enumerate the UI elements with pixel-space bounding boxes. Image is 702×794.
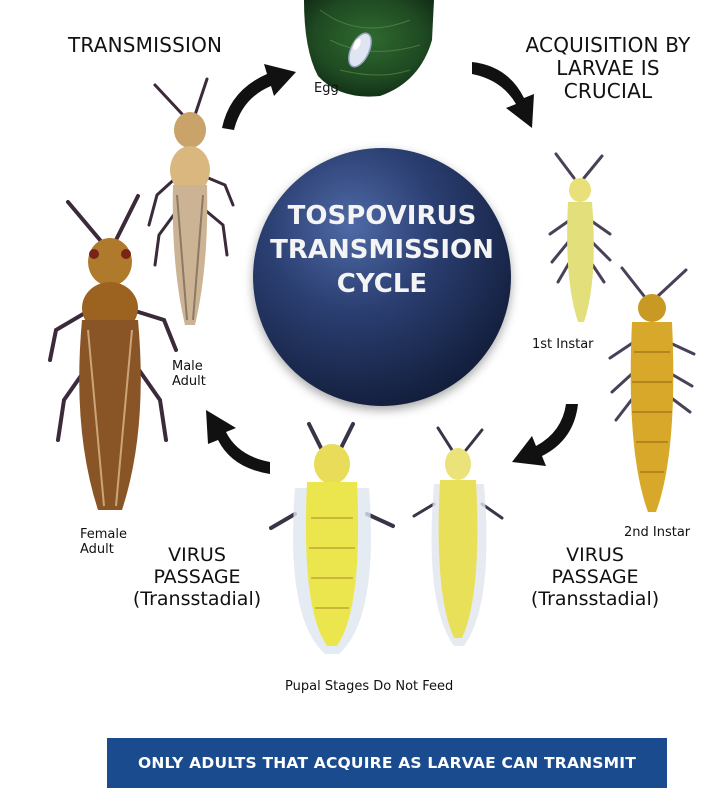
pupa-stage-left bbox=[265, 418, 399, 658]
arrow-to-pupa-icon bbox=[506, 400, 586, 482]
female-adult-line-2: Adult bbox=[80, 543, 127, 558]
virus-passage-right-label: VIRUS PASSAGE (Transstadial) bbox=[520, 545, 670, 611]
acquisition-line-3: CRUCIAL bbox=[520, 80, 696, 103]
acquisition-label: ACQUISITION BY LARVAE IS CRUCIAL bbox=[520, 34, 696, 103]
first-instar-label: 1st Instar bbox=[532, 338, 594, 353]
bottom-banner: ONLY ADULTS THAT ACQUIRE AS LARVAE CAN T… bbox=[107, 738, 667, 788]
second-instar-larva bbox=[602, 262, 702, 520]
arrow-to-adult-icon bbox=[188, 404, 274, 478]
female-adult-thrips bbox=[42, 190, 182, 520]
cycle-title: TOSPOVIRUS TRANSMISSION CYCLE bbox=[253, 200, 511, 301]
transmission-label: TRANSMISSION bbox=[68, 34, 222, 57]
second-instar-label: 2nd Instar bbox=[624, 526, 690, 541]
male-adult-line-1: Male bbox=[172, 360, 206, 375]
egg-label: Egg bbox=[314, 82, 339, 97]
virus-passage-right-line-3: (Transstadial) bbox=[520, 589, 670, 611]
virus-passage-left-line-3: (Transstadial) bbox=[122, 589, 272, 611]
acquisition-line-2: LARVAE IS bbox=[520, 57, 696, 80]
male-adult-label: Male Adult bbox=[172, 360, 206, 390]
pupa-stage-right bbox=[408, 424, 508, 650]
virus-passage-left-line-1: VIRUS bbox=[122, 545, 272, 567]
virus-passage-left-label: VIRUS PASSAGE (Transstadial) bbox=[122, 545, 272, 611]
cycle-title-line-3: CYCLE bbox=[253, 268, 511, 302]
virus-passage-right-line-2: PASSAGE bbox=[520, 567, 670, 589]
center-circle: TOSPOVIRUS TRANSMISSION CYCLE bbox=[253, 148, 511, 406]
female-adult-line-1: Female bbox=[80, 528, 127, 543]
virus-passage-left-line-2: PASSAGE bbox=[122, 567, 272, 589]
acquisition-line-1: ACQUISITION BY bbox=[520, 34, 696, 57]
female-adult-label: Female Adult bbox=[80, 528, 127, 558]
virus-passage-right-line-1: VIRUS bbox=[520, 545, 670, 567]
banner-text: ONLY ADULTS THAT ACQUIRE AS LARVAE CAN T… bbox=[138, 754, 636, 772]
cycle-title-line-1: TOSPOVIRUS bbox=[253, 200, 511, 234]
male-adult-line-2: Adult bbox=[172, 375, 206, 390]
cycle-title-line-2: TRANSMISSION bbox=[253, 234, 511, 268]
pupal-stages-label: Pupal Stages Do Not Feed bbox=[285, 680, 453, 695]
